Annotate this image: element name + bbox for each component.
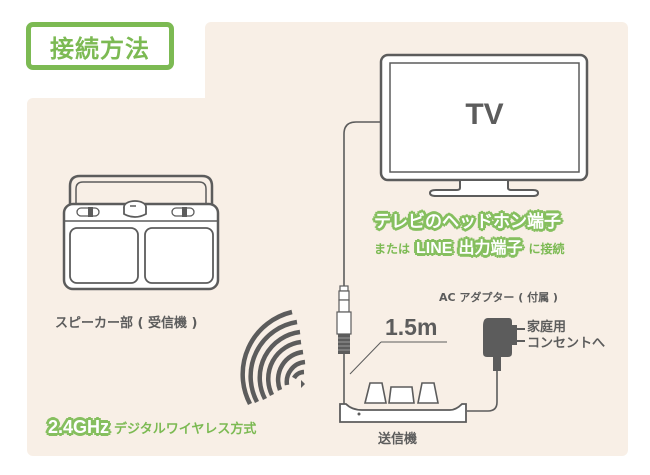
headphone-plug-icon xyxy=(336,285,352,354)
tv-connection-suffix: に接続 xyxy=(528,242,565,256)
cable-length-label: 1.5m xyxy=(385,314,438,340)
tv-connection-line1: テレビのヘッドホン端子 xyxy=(374,212,561,232)
ac-adapter-label: AC アダプター ( 付属 ) xyxy=(439,291,558,304)
speaker-icon xyxy=(62,174,220,291)
transmitter-icon xyxy=(339,382,467,423)
page-title: 接続方法 xyxy=(26,22,174,70)
wireless-frequency: 2.4GHz xyxy=(48,417,110,437)
tv-connection-line-label: LINE xyxy=(416,240,453,257)
wireless-method: デジタルワイヤレス方式 xyxy=(114,422,257,437)
outlet-label-line2: コンセントへ xyxy=(527,336,606,351)
tv-icon xyxy=(379,53,589,197)
transmitter-label: 送信機 xyxy=(378,432,418,447)
tv-label: TV xyxy=(465,98,504,131)
tv-connection-prefix: または xyxy=(374,242,411,256)
tv-connection-output-label: 出力端子 xyxy=(458,238,523,257)
wireless-description: 2.4GHz デジタルワイヤレス方式 xyxy=(48,417,256,438)
tv-connection-line2: または LINE 出力端子 に接続 xyxy=(374,234,565,258)
wireless-signal-icon xyxy=(240,309,306,406)
outlet-label-line1: 家庭用 xyxy=(527,320,567,335)
ac-adapter-icon xyxy=(483,318,525,371)
speaker-label: スピーカー部 ( 受信機 ) xyxy=(55,316,198,331)
